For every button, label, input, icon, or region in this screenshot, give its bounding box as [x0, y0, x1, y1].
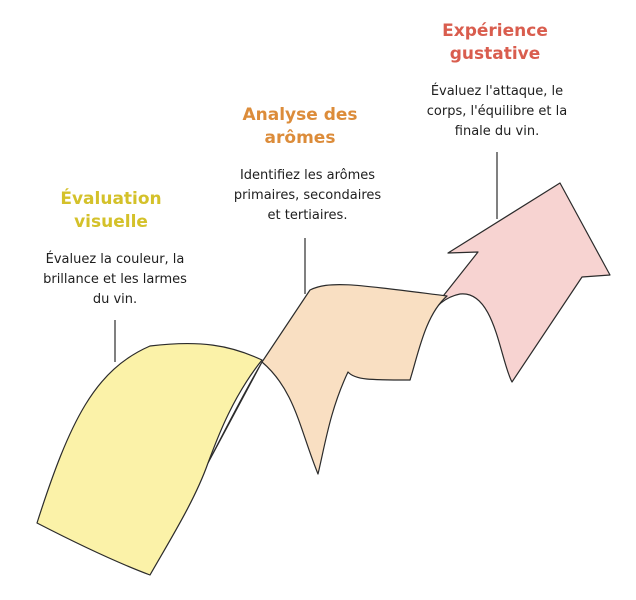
step-2-desc-line-1: Identifiez les arômes: [239, 168, 376, 183]
step-1-desc-line-3: du vin.: [92, 292, 138, 307]
step-1-desc-line-1: Évaluez la couleur, la: [45, 252, 185, 267]
step-3-desc-line-2: corps, l'équilibre et la: [426, 104, 568, 119]
step-1-description: Évaluez la couleur, la brillance et les …: [20, 250, 210, 310]
step-2-desc-line-3: et tertiaires.: [267, 208, 348, 223]
step-1-title-line-1: Évaluation: [60, 189, 162, 209]
step-3-title: Expérience gustative: [420, 20, 570, 66]
step-1-desc-line-2: brillance et les larmes: [43, 272, 187, 287]
step-3-desc-line-3: finale du vin.: [454, 124, 540, 139]
step-2-title-line-2: arômes: [264, 128, 336, 148]
ribbon-segment-2: [207, 284, 448, 475]
step-1-title: Évaluation visuelle: [36, 188, 186, 234]
step-2-description: Identifiez les arômes primaires, seconda…: [210, 166, 405, 226]
step-3-description: Évaluez l'attaque, le corps, l'équilibre…: [406, 82, 588, 142]
step-2-desc-line-2: primaires, secondaires: [233, 188, 382, 203]
step-2-title: Analyse des arômes: [220, 104, 380, 150]
step-2-title-line-1: Analyse des: [242, 105, 358, 125]
step-3-title-line-1: Expérience: [442, 21, 548, 41]
step-1-title-line-2: visuelle: [74, 212, 148, 232]
step-3-title-line-2: gustative: [449, 44, 541, 64]
step-3-desc-line-1: Évaluez l'attaque, le: [430, 84, 564, 99]
ribbon-segment-3: [409, 182, 611, 383]
ribbon-segment-1: [36, 342, 263, 576]
